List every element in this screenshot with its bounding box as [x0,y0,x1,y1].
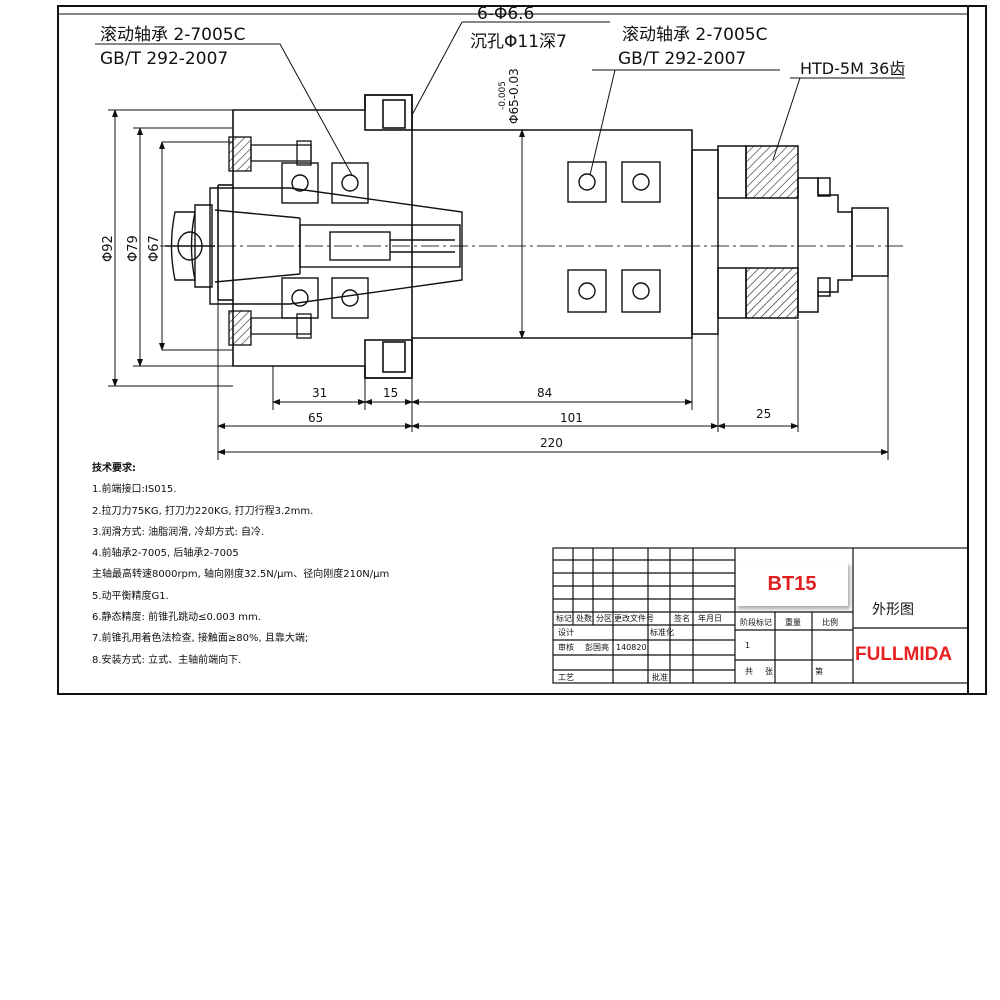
tb-row-process: 工艺 [558,673,574,682]
tb-scale: 比例 [822,617,838,627]
tb-row-check: 审核 [558,642,574,652]
dim-101: 101 [560,411,583,425]
callout-bearing-front-2: GB/T 292-2007 [100,49,228,69]
dim-31: 31 [312,386,327,400]
dim-65: 65 [308,411,323,425]
dim-220: 220 [540,436,563,450]
callout-tolerance: Φ65-0.03 [507,68,521,124]
tb-header-2: 分区 [596,614,612,623]
requirement-item: 4.前轴承2-7005, 后轴承2-7005 [92,548,239,560]
bearings [281,161,661,319]
technical-requirements: 技术要求: 1.前端接口:IS015. 2.拉刀力75KG, 打刀力220KG,… [92,458,532,671]
tb-stage: 阶段标记 [740,617,772,627]
screws [228,136,312,346]
dim-84: 84 [537,386,552,400]
requirement-item: 主轴最高转速8000rpm, 轴向刚度32.5N/μm、径向刚度210N/μm [92,569,390,581]
tb-header-4: 签名 [674,613,690,623]
requirement-item: 2.拉刀力75KG, 打刀力220KG, 打刀行程3.2mm. [92,505,314,517]
rear-pulley [691,145,889,335]
dim-d92: Φ92 [101,235,116,262]
requirement-item: 6.静态精度: 前锥孔跳动≤0.003 mm. [92,612,261,624]
tb-row-standard: 标准化 [650,627,674,637]
dim-d79: Φ79 [126,235,141,262]
tb-row-approve: 批准 [652,672,668,682]
requirement-item: 3.润滑方式: 油脂润滑, 冷却方式: 自冷. [92,526,265,538]
tb-header-1: 处数 [576,613,592,623]
leader-lines [95,21,905,176]
requirement-item: 5.动平衡精度G1. [92,590,169,602]
sheet-border [57,5,987,695]
callout-holes-2: 沉孔Φ11深7 [470,32,567,52]
spindle-housing [217,94,693,379]
tb-header-0: 标记 [556,613,572,623]
tb-header-3: 更改文件号 [614,613,654,623]
front-taper [209,187,463,305]
brand-label: FULLMIDA [855,644,953,665]
callout-tolerance-upper: -0.005 [498,81,508,110]
dim-d67: Φ67 [147,235,162,262]
requirement-item: 7.前锥孔用着色法检查, 接触面≥80%, 且靠大端; [92,633,309,645]
dim-25: 25 [756,407,771,421]
callout-bearing-front-1: 滚动轴承 2-7005C [100,25,246,45]
tb-designer: 彭国亮 [585,642,609,652]
tb-scale-value: 1 [745,641,750,650]
callout-bearing-rear-2: GB/T 292-2007 [618,49,746,69]
tb-row-design: 设计 [558,627,574,637]
model-label: BT15 [736,562,848,606]
requirement-item: 1.前端接口:IS015. [92,484,177,496]
requirement-item: 8.安装方式: 立式、主轴前端向下. [92,654,242,666]
callout-holes-1: 6-Φ6.6 [477,4,534,24]
pull-stud [165,204,215,288]
tb-sheet-label: 张 [765,667,773,676]
tb-header-5: 年月日 [698,613,722,623]
callout-bearing-rear-1: 滚动轴承 2-7005C [622,25,768,45]
tb-weight: 重量 [785,617,801,627]
requirements-title: 技术要求: [92,463,136,474]
dim-15: 15 [383,386,398,400]
tb-date: 140820 [616,643,647,652]
callout-pulley: HTD-5M 36齿 [800,59,905,78]
dimension-lines [108,109,889,460]
tb-drawing-name: 外形图 [872,602,914,618]
tb-sheet-no: 第 [815,666,823,676]
title-block-grid [552,547,969,684]
tb-sheet-total: 共 [745,667,753,676]
